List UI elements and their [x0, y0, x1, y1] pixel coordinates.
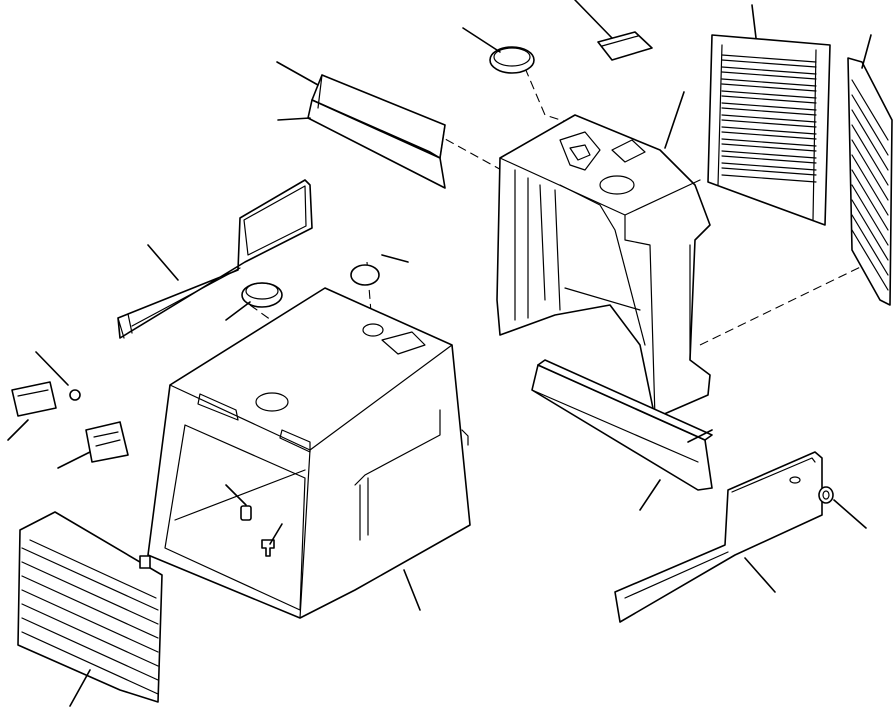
- front-grille: [17, 511, 163, 703]
- round-cap-left: [241, 282, 283, 308]
- nut-small: [69, 389, 81, 401]
- right-side-rail: [614, 451, 823, 623]
- bolt-lower: [261, 539, 275, 557]
- rear-grille: [707, 34, 831, 226]
- lower-bracket: [85, 421, 129, 463]
- top-cover-plate: [597, 31, 653, 61]
- round-cap-right: [350, 264, 380, 286]
- center-hood: [147, 287, 471, 619]
- left-side-rail: [117, 179, 313, 339]
- leader-lines: [7, 0, 872, 707]
- upper-bracket: [11, 381, 57, 417]
- bolt-upper: [240, 505, 252, 521]
- top-channel: [307, 74, 446, 189]
- round-cap-upper: [489, 46, 535, 74]
- washer-right: [818, 486, 834, 504]
- rear-frame: [496, 114, 711, 419]
- side-grille: [847, 57, 893, 306]
- lower-channel: [531, 359, 713, 491]
